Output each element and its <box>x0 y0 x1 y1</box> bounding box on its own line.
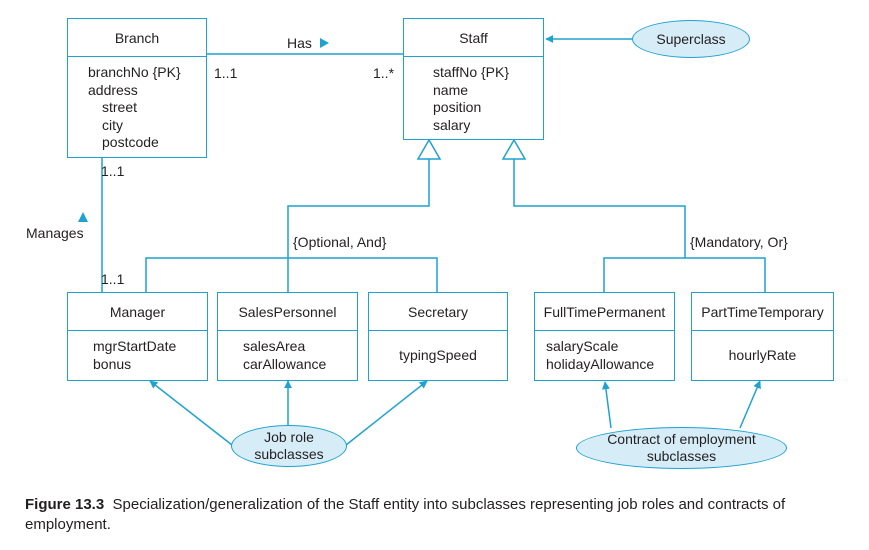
job-role-generalization-triangle <box>416 138 442 160</box>
has-branch-multiplicity: 1..1 <box>214 65 238 81</box>
manages-branch-multiplicity: 1..1 <box>101 163 125 179</box>
contract-subclasses-note: Contract of employment subclasses <box>576 427 787 469</box>
staff-attributes: staffNo {PK} name position salary <box>404 57 543 139</box>
manager-class-name: Manager <box>68 293 207 331</box>
staff-attr-name: name <box>433 81 469 98</box>
secretary-attributes: typingSpeed <box>369 331 507 380</box>
branch-attr-address: address <box>88 81 138 98</box>
branch-class-name: Branch <box>68 19 206 57</box>
branch-attributes: branchNo {PK} address street city postco… <box>68 57 206 157</box>
contract-generalization-triangle <box>501 138 527 160</box>
manager-class: Manager mgrStartDate bonus <box>67 292 208 381</box>
fulltimepermanent-class: FullTimePermanent salaryScale holidayAll… <box>534 292 675 381</box>
contract-note-line1: Contract of employment <box>607 431 756 447</box>
parttimetemporary-class: PartTimeTemporary hourlyRate <box>691 292 834 381</box>
manages-association-label: Manages <box>26 225 84 241</box>
manager-attr-bonus: bonus <box>93 355 132 372</box>
job-role-note-line1: Job role <box>264 429 314 445</box>
contract-note-line2: subclasses <box>646 448 717 464</box>
superclass-note-text: Superclass <box>656 30 726 47</box>
figure-caption-label: Figure 13.3 <box>25 496 105 513</box>
secretary-attr-typingspeed: typingSpeed <box>399 346 477 363</box>
fulltimepermanent-attributes: salaryScale holidayAllowance <box>535 331 674 380</box>
salespersonnel-attr-salesarea: salesArea <box>243 338 306 354</box>
fulltimepermanent-attr-holidayallowance: holidayAllowance <box>546 355 655 372</box>
staff-class-name: Staff <box>404 19 543 57</box>
manager-attr-mgrstartdate: mgrStartDate <box>93 338 177 354</box>
fulltimepermanent-class-name: FullTimePermanent <box>535 293 674 331</box>
salespersonnel-attributes: salesArea carAllowance <box>218 331 357 380</box>
salespersonnel-class-name: SalesPersonnel <box>218 293 357 331</box>
contract-pointer-parttime <box>739 380 761 429</box>
secretary-class: Secretary typingSpeed <box>368 292 508 381</box>
figure-caption-text: Specialization/generalization of the Sta… <box>25 496 786 533</box>
staff-attr-salary: salary <box>433 116 471 133</box>
salespersonnel-class: SalesPersonnel salesArea carAllowance <box>217 292 358 381</box>
job-role-pointer-secretary <box>345 380 428 446</box>
branch-class: Branch branchNo {PK} address street city… <box>67 18 207 158</box>
contract-pointer-fulltime <box>601 381 612 429</box>
job-role-generalization-line <box>145 159 438 292</box>
manager-attributes: mgrStartDate bonus <box>68 331 207 380</box>
contract-constraint-label: {Mandatory, Or} <box>690 234 788 250</box>
branch-attr-street: street <box>102 99 138 115</box>
salespersonnel-attr-carallowance: carAllowance <box>243 355 327 372</box>
manages-manager-multiplicity: 1..1 <box>101 271 125 287</box>
branch-attr-city: city <box>102 116 123 133</box>
parttimetemporary-attr-hourlyrate: hourlyRate <box>728 346 797 363</box>
branch-attr-postcode: postcode <box>102 134 159 150</box>
manages-direction-arrow-icon <box>78 212 88 222</box>
parttimetemporary-class-name: PartTimeTemporary <box>692 293 833 331</box>
job-role-constraint-label: {Optional, And} <box>293 234 387 250</box>
parttimetemporary-attributes: hourlyRate <box>692 331 833 380</box>
has-staff-multiplicity: 1..* <box>373 65 395 81</box>
staff-attr-position: position <box>433 99 482 115</box>
job-role-pointer-manager <box>149 380 233 446</box>
branch-attr-branchno: branchNo {PK} <box>88 64 181 80</box>
job-role-subclasses-note: Job role subclasses <box>231 425 347 467</box>
secretary-class-name: Secretary <box>369 293 507 331</box>
staff-attr-staffno: staffNo {PK} <box>433 64 510 80</box>
contract-generalization-line <box>513 159 766 292</box>
superclass-note: Superclass <box>632 20 750 58</box>
has-association-label: Has <box>287 35 312 51</box>
staff-class: Staff staffNo {PK} name position salary <box>403 18 544 140</box>
figure-caption: Figure 13.3 Specialization/generalizatio… <box>25 495 855 535</box>
fulltimepermanent-attr-salaryscale: salaryScale <box>546 338 619 354</box>
has-direction-arrow-icon <box>320 38 329 48</box>
job-role-note-line2: subclasses <box>254 446 324 462</box>
